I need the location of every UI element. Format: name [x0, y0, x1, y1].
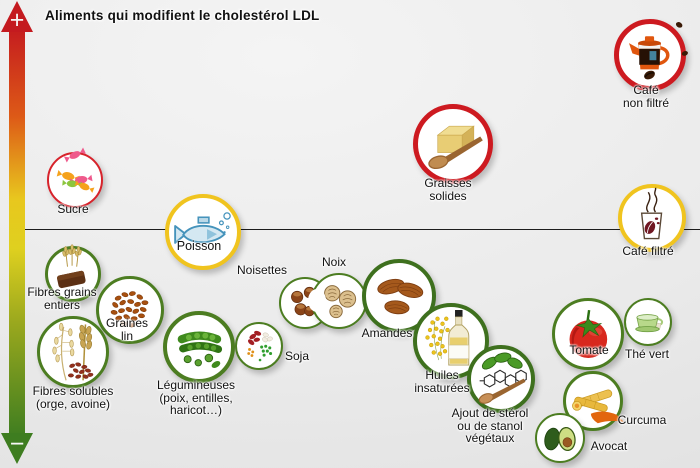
- the-vert-circle: [624, 298, 672, 346]
- tomato-icon: [569, 309, 607, 358]
- tea-cup-icon: [635, 313, 663, 332]
- candies-icon: [56, 147, 95, 193]
- ajout-sterol-label: Ajout de stérol ou de stanol végétaux: [451, 406, 529, 445]
- axis-plus-sign: +: [10, 6, 25, 34]
- oil-bottle-icon: [425, 309, 469, 366]
- graisses-solides-label: Graisses solides: [424, 176, 472, 203]
- cafe-non-filtre-circle: [614, 19, 689, 91]
- curcuma-label: Curcuma: [617, 413, 667, 427]
- poisson-circle: [165, 194, 241, 270]
- huiles-insaturees-label: Huiles insaturées: [414, 368, 470, 395]
- sucre-circle: [47, 147, 103, 208]
- axis-down-arrowhead: [1, 433, 33, 464]
- nut-circles-junction: [308, 289, 326, 312]
- neutral-baseline: [25, 229, 700, 230]
- sucre-label: Sucre: [57, 202, 89, 216]
- amandes-circle: [362, 259, 436, 333]
- soja-circle: [235, 322, 283, 370]
- graines-lin-label: Graines lin: [105, 316, 149, 343]
- almonds-icon: [377, 278, 423, 314]
- fibres-grains-entiers-circle: [45, 244, 101, 302]
- huiles-insaturees-circle: [413, 303, 489, 379]
- avocat-circle: [535, 413, 585, 463]
- fibres-solubles-label: Fibres solubles (orge, avoine): [32, 384, 114, 411]
- legumineuses-circle: [163, 311, 235, 383]
- poisson-label: Poisson: [176, 239, 222, 253]
- soja-label: Soja: [284, 349, 310, 363]
- ajout-sterol-circle: [467, 345, 535, 413]
- impact-axis: + −: [1, 1, 33, 464]
- axis-gradient-bar: [9, 26, 25, 438]
- amandes-label: Amandes: [361, 326, 413, 340]
- noix-label: Noix: [321, 255, 347, 269]
- tomate-circle: [552, 298, 624, 370]
- graisses-solides-circle: [413, 104, 493, 184]
- coffee-pot-icon: [629, 22, 689, 80]
- fibres-solubles-circle: [37, 316, 109, 388]
- avocado-icon: [544, 426, 576, 451]
- fibres-grains-entiers-label: Fibres grains entiers: [27, 285, 97, 312]
- cafe-filtre-label: Café filtré: [622, 244, 674, 258]
- turmeric-icon: [572, 389, 624, 424]
- noisettes-label: Noisettes: [236, 263, 288, 277]
- cafe-filtre-circle: [618, 184, 686, 252]
- cafe-non-filtre-label: Café non filtré: [622, 83, 670, 110]
- bread-wheat-icon: [56, 244, 86, 289]
- curcuma-circle: [563, 371, 624, 431]
- the-vert-label: Thé vert: [624, 347, 670, 361]
- legumineuses-label: Légumineuses (poix, entilles, haricot…): [156, 378, 236, 417]
- sterol-molecule-icon: [479, 352, 528, 405]
- oats-icon: [52, 322, 93, 381]
- avocat-label: Avocat: [590, 439, 628, 453]
- page-title: Aliments qui modifient le cholestérol LD…: [45, 8, 320, 23]
- fish-icon: [173, 211, 231, 244]
- tomate-label: Tomate: [569, 343, 609, 357]
- coffee-cup-icon: [641, 187, 663, 240]
- walnuts-icon: [324, 285, 357, 319]
- axis-minus-sign: −: [10, 430, 25, 458]
- soy-beans-icon: [247, 330, 273, 362]
- graines-lin-circle: [96, 276, 164, 344]
- axis-up-arrowhead: [1, 1, 33, 32]
- pea-pods-icon: [177, 331, 222, 368]
- flax-seeds-icon: [111, 291, 149, 328]
- butter-icon: [428, 125, 483, 169]
